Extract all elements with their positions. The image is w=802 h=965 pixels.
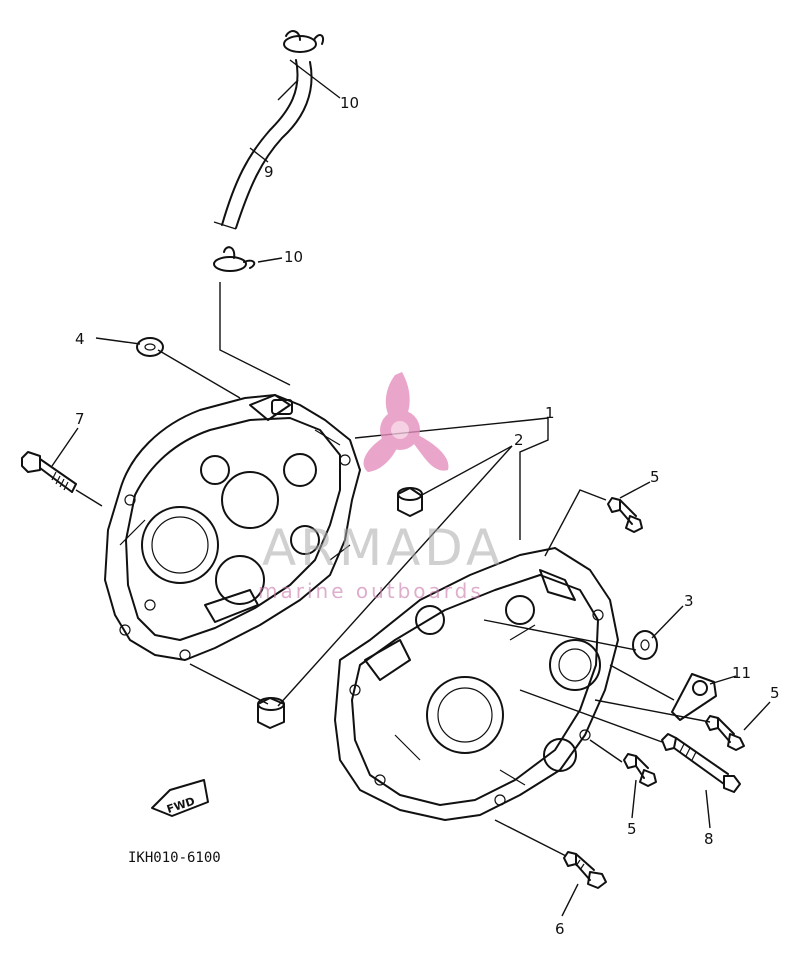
left-crankcase (104, 394, 361, 661)
callout-5-right: 5 (770, 684, 780, 702)
breather-hose (213, 59, 313, 230)
armada-watermark: ARMADA marine outboards (258, 372, 504, 603)
bolt-5-lower (623, 753, 657, 787)
fwd-arrow: FWD (151, 779, 209, 817)
dowel-pin-upper (397, 487, 423, 517)
bolt-5-upper (607, 497, 643, 533)
washer-3 (632, 630, 658, 660)
callout-10-bottom: 10 (284, 248, 303, 266)
part-code: IKH010-6100 (128, 850, 221, 866)
callout-1: 1 (545, 404, 555, 422)
watermark-subtitle: marine outboards (258, 579, 484, 603)
leader-lines (51, 59, 771, 917)
washer-4 (136, 337, 164, 357)
hose-clip-bottom (213, 246, 256, 272)
hose-leader (219, 282, 291, 386)
callout-7: 7 (75, 410, 85, 428)
callout-3: 3 (684, 592, 694, 610)
callout-11: 11 (732, 664, 751, 682)
callout-2: 2 (514, 431, 524, 449)
callout-6: 6 (555, 920, 565, 938)
dowel-pin-lower (257, 697, 285, 729)
callout-5-lower: 5 (627, 820, 637, 838)
bracket-11 (671, 673, 717, 721)
callout-4: 4 (75, 330, 85, 348)
callout-8: 8 (704, 830, 714, 848)
callout-numbers: 1 2 3 4 5 5 5 6 7 8 9 10 10 11 (75, 94, 780, 938)
callout-10-top: 10 (340, 94, 359, 112)
hose-clip-top (283, 30, 324, 53)
watermark-title: ARMADA (262, 519, 504, 577)
bolt-5-right (705, 715, 745, 751)
bolt-6 (563, 851, 607, 889)
propeller-logo (363, 372, 449, 472)
bolt-7 (21, 451, 77, 493)
callout-5-upper: 5 (650, 468, 660, 486)
callout-9: 9 (264, 163, 274, 181)
right-crankcase (334, 547, 619, 821)
bolt-8 (661, 733, 741, 793)
